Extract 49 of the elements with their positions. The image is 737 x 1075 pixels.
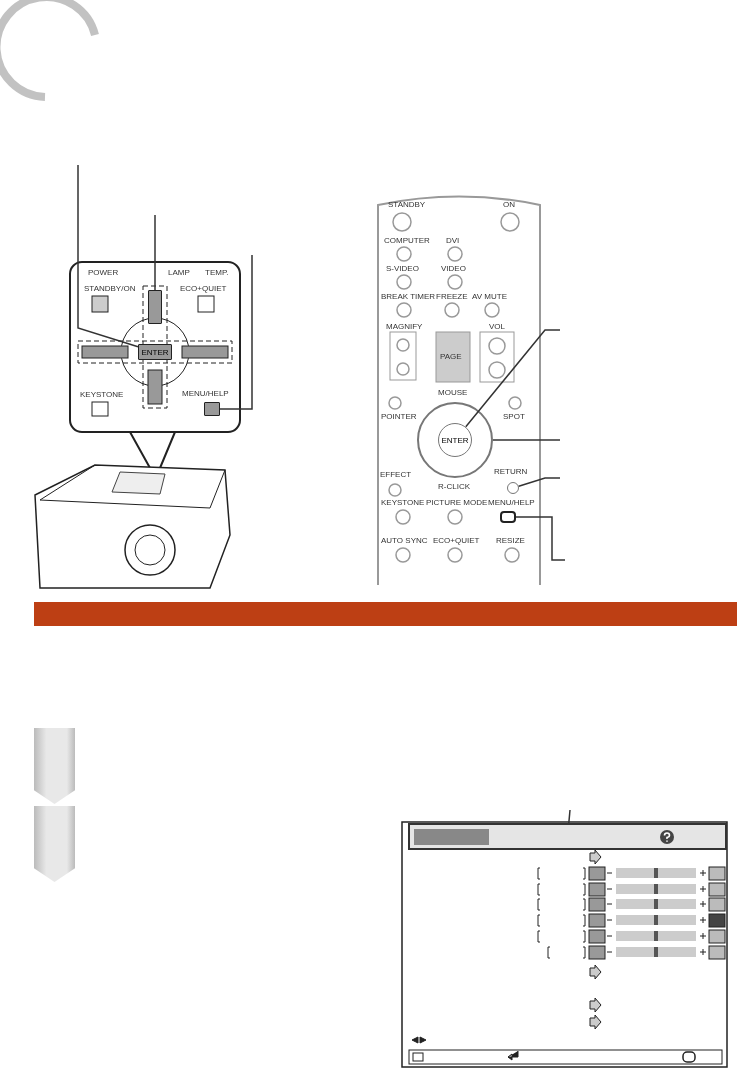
button-caption: TEMP.	[205, 268, 229, 277]
button-caption: LAMP	[168, 268, 190, 277]
button-caption: STANDBY	[388, 200, 426, 209]
up-arrow-button	[148, 290, 162, 324]
leader-line	[492, 439, 561, 441]
button-caption: ON	[503, 200, 515, 209]
step-tab	[34, 806, 75, 882]
button-caption: STANDBY/ON	[84, 284, 136, 293]
button-caption: VOL	[489, 322, 505, 331]
section-bar	[34, 602, 737, 626]
button-caption: ECO+QUIET	[433, 536, 480, 545]
enter-button: ENTER	[138, 344, 172, 360]
button-caption: MOUSE	[438, 388, 468, 397]
button-caption: POINTER	[381, 412, 417, 421]
button-caption: AV MUTE	[472, 292, 507, 301]
leader-line	[154, 214, 156, 291]
button-caption: FREEZE	[436, 292, 468, 301]
button-caption: DVI	[446, 236, 460, 245]
button-caption: S-VIDEO	[386, 264, 419, 273]
button-caption: VIDEO	[441, 264, 466, 273]
button-caption: PICTURE MODE	[426, 498, 488, 507]
leader-line	[568, 809, 571, 824]
button-caption: KEYSTONE	[80, 390, 124, 399]
button-caption: KEYSTONE	[381, 498, 425, 507]
leader-line	[465, 329, 561, 428]
button-caption: MENU/HELP	[182, 389, 229, 398]
menu-button	[500, 511, 516, 523]
button-caption: EFFECT	[380, 470, 412, 479]
leader-line	[517, 477, 561, 487]
button-caption: BREAK TIMER	[381, 292, 436, 301]
button-caption: POWER	[88, 268, 119, 277]
button-caption: COMPUTER	[384, 236, 430, 245]
menu-header-bar	[408, 823, 727, 850]
enter-button: ENTER	[438, 423, 472, 457]
button-caption: RETURN	[494, 467, 528, 476]
button-caption: AUTO SYNC	[381, 536, 428, 545]
button-caption: ECO+QUIET	[180, 284, 227, 293]
button-caption: R-CLICK	[438, 482, 470, 491]
step-tab	[34, 728, 75, 804]
button-caption: PAGE	[440, 352, 462, 361]
leader-line	[77, 164, 139, 348]
button-caption: MENU/HELP	[488, 498, 535, 507]
leader-line	[515, 516, 566, 561]
button-caption: RESIZE	[496, 536, 525, 545]
button-caption: MAGNIFY	[386, 322, 423, 331]
leader-line	[219, 254, 253, 410]
menu-button	[204, 402, 220, 416]
button-caption: SPOT	[503, 412, 525, 421]
menu-tab-block	[414, 829, 489, 845]
